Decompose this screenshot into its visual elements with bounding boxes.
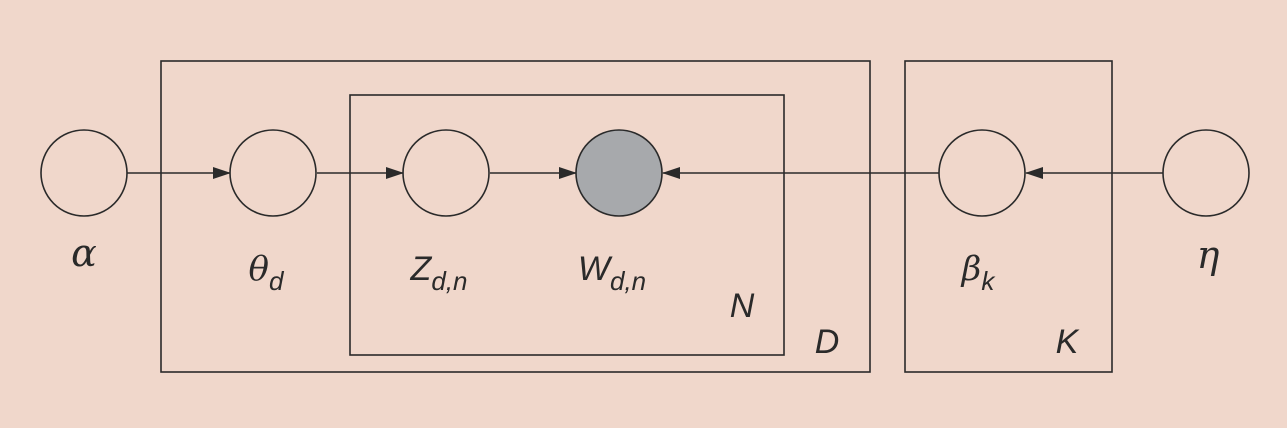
node-beta <box>938 129 1026 217</box>
plate-k <box>904 60 1113 373</box>
plate-n-label: N <box>730 287 755 325</box>
label-beta-subscript: k <box>981 266 996 296</box>
label-beta: βk <box>960 249 997 296</box>
label-eta-symbol: η <box>1197 233 1220 277</box>
label-theta: θd <box>249 249 285 296</box>
plate-d <box>160 60 871 373</box>
label-beta-symbol: β <box>960 249 982 289</box>
node-eta <box>1162 129 1250 217</box>
label-theta-symbol: θ <box>249 249 269 289</box>
node-w-observed <box>575 129 663 217</box>
label-w-symbol: W <box>578 250 613 288</box>
label-theta-subscript: d <box>269 266 285 296</box>
label-z-symbol: Z <box>410 250 433 288</box>
plate-k-label: K <box>1056 323 1080 361</box>
label-w: Wd,n <box>578 250 646 296</box>
plate-d-label: D <box>815 323 840 361</box>
label-alpha: α <box>71 231 97 275</box>
node-z <box>402 129 490 217</box>
label-alpha-symbol: α <box>71 231 97 275</box>
label-eta: η <box>1197 233 1220 277</box>
label-z: Zd,n <box>410 250 468 296</box>
label-z-subscript: d,n <box>431 266 467 296</box>
label-w-subscript: d,n <box>610 266 646 296</box>
node-theta <box>229 129 317 217</box>
plate-n <box>349 94 785 356</box>
node-alpha <box>40 129 128 217</box>
